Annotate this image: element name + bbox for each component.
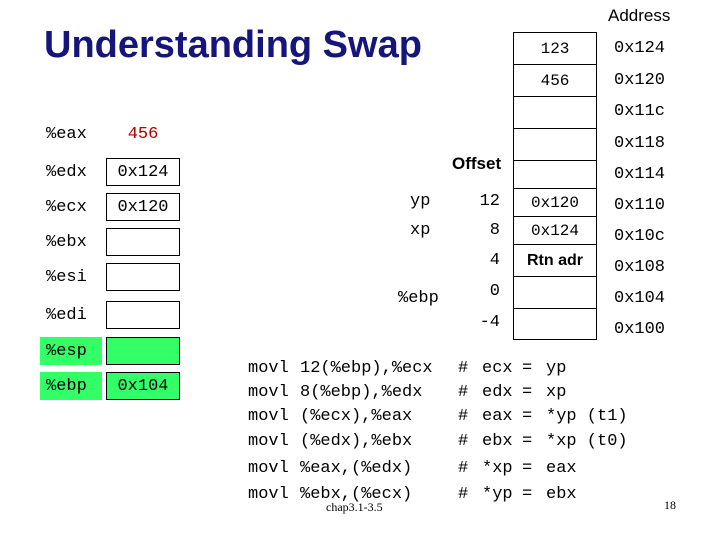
code-hash: #	[458, 407, 469, 426]
code-args: (%ecx),%eax	[300, 407, 413, 426]
register-value-edx: 0x124	[106, 158, 180, 186]
code-rhs: eax	[546, 459, 577, 478]
pointer-name-ebp: %ebp	[398, 289, 439, 308]
code-lhs: eax	[482, 407, 513, 426]
register-value-esi	[106, 263, 180, 291]
offset-minus-4: -4	[479, 313, 500, 332]
memory-cell-0x100	[513, 308, 597, 340]
pointer-name-yp: yp	[410, 192, 431, 211]
address-0x108: 0x108	[614, 258, 666, 277]
chapter-footer: chap3.1-3.5	[326, 500, 383, 514]
code-op: movl	[248, 459, 289, 478]
code-hash: #	[458, 485, 469, 504]
code-hash: #	[458, 359, 469, 378]
code-lhs: *yp	[482, 485, 513, 504]
register-label-bg-ebp	[40, 372, 102, 400]
memory-cell-0x104	[513, 276, 597, 308]
page-number: 18	[664, 498, 676, 512]
code-lhs: *xp	[482, 459, 513, 478]
code-args: %ebx,(%ecx)	[300, 485, 413, 504]
code-lhs: ecx	[482, 359, 513, 378]
register-name-ebp: %ebp	[46, 377, 87, 396]
register-name-ebx: %ebx	[46, 233, 87, 252]
memory-cell-0x120: 456	[513, 64, 597, 96]
register-value-esp	[106, 337, 180, 365]
code-eq: =	[522, 383, 533, 402]
register-name-ecx: %ecx	[46, 198, 87, 217]
register-value-edi	[106, 301, 180, 329]
register-value-ebp: 0x104	[106, 372, 180, 400]
memory-cell-0x118	[513, 128, 597, 160]
address-label: Address	[608, 6, 671, 25]
address-0x100: 0x100	[614, 320, 666, 339]
offset-0: 0	[489, 282, 500, 301]
code-eq: =	[522, 432, 533, 451]
code-args: 12(%ebp),%ecx	[300, 359, 433, 378]
code-eq: =	[522, 359, 533, 378]
code-eq: =	[522, 459, 533, 478]
code-rhs: yp	[546, 359, 567, 378]
pointer-name-xp: xp	[410, 221, 431, 240]
offset-12: 12	[479, 192, 500, 211]
code-args: (%edx),%ebx	[300, 432, 413, 451]
address-0x110: 0x110	[614, 196, 666, 215]
code-hash: #	[458, 459, 469, 478]
address-0x114: 0x114	[614, 165, 666, 184]
register-label-bg-esp	[40, 337, 102, 365]
address-0x118: 0x118	[614, 134, 666, 153]
memory-cell-0x114	[513, 160, 597, 188]
address-0x11c: 0x11c	[614, 102, 666, 121]
code-rhs: xp	[546, 383, 567, 402]
code-rhs: *yp (t1)	[546, 407, 628, 426]
register-name-eax: %eax	[46, 125, 87, 144]
code-eq: =	[522, 485, 533, 504]
code-rhs: ebx	[546, 485, 577, 504]
offset-label: Offset	[452, 154, 502, 173]
code-lhs: ebx	[482, 432, 513, 451]
code-args: %eax,(%edx)	[300, 459, 413, 478]
memory-cell-0x124: 123	[513, 32, 597, 64]
memory-cell-0x110: 0x120	[513, 188, 597, 216]
register-name-edi: %edi	[46, 306, 87, 325]
offset-4: 4	[489, 251, 500, 270]
register-value-eax: 456	[127, 124, 159, 144]
code-op: movl	[248, 359, 289, 378]
code-args: 8(%ebp),%edx	[300, 383, 423, 402]
address-0x124: 0x124	[614, 39, 666, 58]
code-lhs: edx	[482, 383, 513, 402]
code-eq: =	[522, 407, 533, 426]
register-value-ecx: 0x120	[106, 193, 180, 221]
memory-cell-0x10c: 0x124	[513, 216, 597, 244]
memory-cell-0x11c	[513, 96, 597, 128]
register-value-ebx	[106, 228, 180, 256]
code-op: movl	[248, 485, 289, 504]
slide-title: Understanding Swap	[44, 24, 422, 66]
offset-8: 8	[489, 221, 500, 240]
register-name-edx: %edx	[46, 163, 87, 182]
code-op: movl	[248, 432, 289, 451]
register-name-esp: %esp	[46, 342, 87, 361]
address-0x104: 0x104	[614, 289, 666, 308]
code-op: movl	[248, 383, 289, 402]
address-0x10c: 0x10c	[614, 227, 666, 246]
code-rhs: *xp (t0)	[546, 432, 628, 451]
address-0x120: 0x120	[614, 71, 666, 90]
code-hash: #	[458, 383, 469, 402]
code-hash: #	[458, 432, 469, 451]
register-name-esi: %esi	[46, 268, 87, 287]
memory-cell-0x108: Rtn adr	[513, 244, 597, 276]
code-op: movl	[248, 407, 289, 426]
